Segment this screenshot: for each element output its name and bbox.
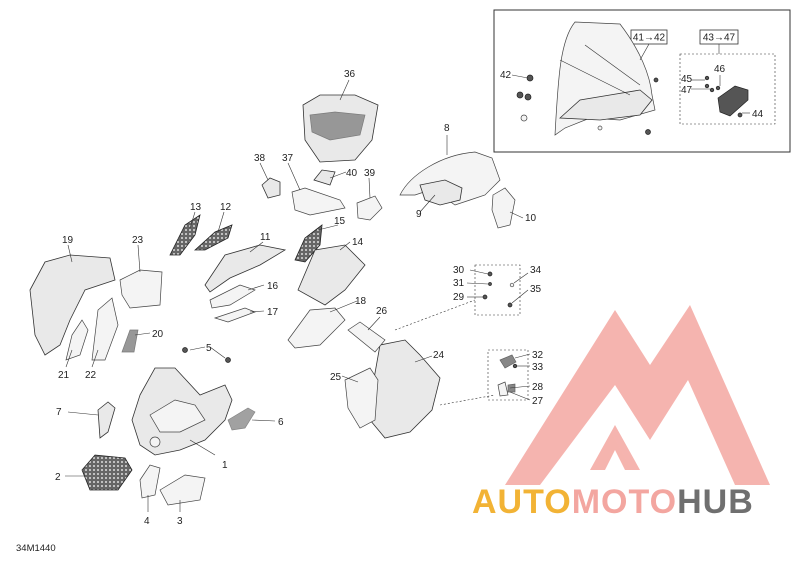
callout-32: 32 (532, 350, 544, 361)
part-36-headlight-housing (302, 79, 379, 163)
hardware-groups (466, 264, 531, 401)
callout-15: 15 (334, 216, 346, 227)
parts-24-to-26 (341, 299, 496, 439)
callout-29: 29 (453, 292, 465, 303)
callout-4: 4 (144, 516, 150, 527)
callout-11: 11 (260, 232, 271, 243)
callout-10: 10 (525, 213, 537, 224)
callout-46: 46 (714, 64, 726, 75)
parts-11-to-17 (169, 211, 366, 349)
callout-33: 33 (532, 362, 544, 373)
callout-9: 9 (416, 209, 422, 220)
callout-35: 35 (530, 284, 542, 295)
parts-37-to-40 (259, 162, 383, 221)
callout-12: 12 (220, 202, 232, 213)
parts-19-to-23 (29, 244, 163, 368)
watermark-hub: HUB (677, 483, 754, 521)
callout-39: 39 (364, 168, 376, 179)
callout-30: 30 (453, 265, 465, 276)
watermark-text: AUTOMOTOHUB (472, 483, 754, 521)
callout-18: 18 (355, 296, 367, 307)
callout-16: 16 (267, 281, 279, 292)
callout-23: 23 (132, 235, 144, 246)
callout-42: 42 (500, 70, 512, 81)
svg-text:AUTOMOTOHUB: AUTOMOTOHUB (472, 483, 754, 521)
callout-37: 37 (282, 153, 294, 164)
callout-27: 27 (532, 396, 544, 407)
parts-1-to-7 (65, 346, 276, 512)
callout-44: 44 (752, 109, 764, 120)
callout-45: 45 (681, 74, 693, 85)
watermark-moto: MOTO (572, 483, 677, 521)
callout-24: 24 (433, 350, 445, 361)
callout-22: 22 (85, 370, 97, 381)
diagram-reference-code: 34M1440 (16, 543, 56, 554)
callout-7: 7 (56, 407, 62, 418)
callout-26: 26 (376, 306, 388, 317)
inset-label-windshield: 41→42 (633, 33, 666, 44)
watermark-auto: AUTO (472, 483, 572, 521)
callout-3: 3 (177, 516, 183, 527)
callout-31: 31 (453, 278, 465, 289)
callout-5: 5 (206, 343, 212, 354)
callout-21: 21 (58, 370, 70, 381)
callout-2: 2 (55, 472, 61, 483)
inset-box: 41→42 43→47 (493, 9, 791, 153)
part-8-frame-assembly (399, 135, 524, 229)
callout-17: 17 (267, 307, 279, 318)
callout-14: 14 (352, 237, 364, 248)
callout-6: 6 (278, 417, 284, 428)
inset-label-bracket: 43→47 (703, 33, 736, 44)
callout-19: 19 (62, 235, 74, 246)
callout-labels: 1 2 3 4 5 6 7 8 9 10 11 12 13 14 15 16 1… (55, 64, 764, 527)
watermark-logo (505, 305, 770, 485)
callout-13: 13 (190, 202, 202, 213)
callout-40: 40 (346, 168, 358, 179)
callout-8: 8 (444, 123, 450, 134)
callout-1: 1 (222, 460, 228, 471)
callout-28: 28 (532, 382, 544, 393)
callout-34: 34 (530, 265, 542, 276)
callout-38: 38 (254, 153, 266, 164)
callout-20: 20 (152, 329, 164, 340)
callout-25: 25 (330, 372, 342, 383)
callout-47: 47 (681, 85, 693, 96)
callout-36: 36 (344, 69, 356, 80)
